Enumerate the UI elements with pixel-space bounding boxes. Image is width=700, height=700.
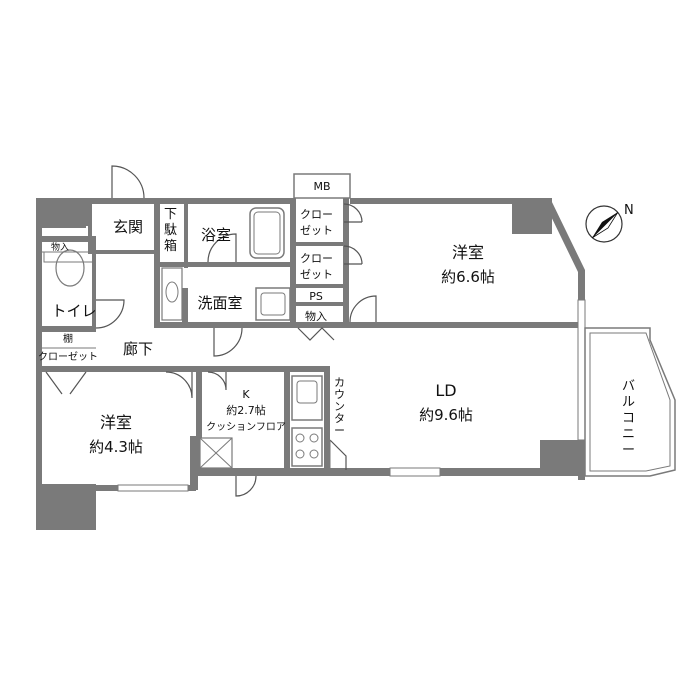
ld-window <box>389 467 441 477</box>
kitchen-sink-bowl <box>296 380 318 404</box>
balcony-label-5: ー <box>622 443 635 458</box>
compass-north-label: N <box>624 203 634 218</box>
balcony-inner <box>589 332 671 472</box>
balcony-label-1: バ <box>622 379 635 394</box>
toilet-washbasin-icon <box>165 281 179 303</box>
washroom-label: 洗面室 <box>197 294 242 312</box>
bath-door[interactable] <box>207 233 237 263</box>
closet-1-label-1: クロー <box>300 208 333 221</box>
counter-label-5: ー <box>334 424 345 437</box>
kitchen-label: K <box>242 388 250 401</box>
shoe-box-label-2: 駄 <box>164 223 177 238</box>
western-room-2-door[interactable] <box>165 371 193 399</box>
mb-label: MB <box>313 180 330 193</box>
balcony-outline <box>584 327 676 477</box>
counter-door[interactable] <box>329 439 347 470</box>
closet-1-door[interactable] <box>343 203 363 223</box>
bathtub <box>249 207 285 259</box>
closet-2-label-1: クロー <box>300 252 333 265</box>
balcony-label-3: コ <box>622 411 635 426</box>
balcony-label-4: ニ <box>622 427 635 442</box>
compass: N <box>585 203 634 243</box>
outer-walls <box>36 198 590 530</box>
washroom-door[interactable] <box>213 327 243 357</box>
closet-2-door[interactable] <box>343 245 363 265</box>
washing-machine-area <box>161 267 183 321</box>
toilet-fixture <box>43 249 95 287</box>
ld-label: LD <box>435 381 456 400</box>
western-room-1-door[interactable] <box>349 295 377 323</box>
closet-1-label-2: ゼット <box>300 224 333 237</box>
closet-3-doors[interactable] <box>45 371 87 395</box>
ld-size: 約9.6帖 <box>419 406 473 424</box>
kitchen-bottom-door[interactable] <box>235 475 257 497</box>
counter-label-3: ン <box>334 400 345 413</box>
wall-corner-top-left <box>36 198 86 228</box>
mb-box <box>293 173 351 199</box>
refrigerator-space <box>199 437 233 469</box>
western-room-2-window <box>117 484 189 492</box>
storage-top-label: 物入 <box>51 241 69 253</box>
wall-corner-top-right <box>512 198 552 234</box>
counter-label-4: タ <box>334 412 345 425</box>
entrance-door[interactable] <box>111 165 145 199</box>
toilet-door[interactable] <box>95 299 125 329</box>
closet-2-label-2: ゼット <box>300 268 333 281</box>
shoe-box-label-3: 箱 <box>164 238 177 254</box>
ld-balcony-window <box>577 299 586 441</box>
interior-walls <box>36 198 581 476</box>
toilet-label: トイレ <box>51 302 96 320</box>
western-room-2-size: 約4.3帖 <box>89 438 143 456</box>
western-room-1-size: 約6.6帖 <box>441 268 495 286</box>
storage-small-door[interactable] <box>297 327 335 341</box>
kitchen-floor-label: クッションフロア <box>206 421 286 433</box>
ps-label: PS <box>309 290 323 303</box>
entrance-label: 玄関 <box>113 218 143 236</box>
kitchen-door[interactable] <box>207 371 227 391</box>
western-room-1-label: 洋室 <box>452 243 484 262</box>
storage-small-label: 物入 <box>305 309 327 323</box>
stove <box>291 427 323 467</box>
shoe-box-label-1: 下 <box>164 207 177 222</box>
balcony-label-2: ル <box>622 395 635 410</box>
kitchen-size: 約2.7帖 <box>226 403 266 417</box>
counter-label-2: ウ <box>334 388 345 401</box>
wall-corner-bottom-left <box>36 484 96 530</box>
shelf-label: 棚 <box>63 332 73 345</box>
bathtub-inner <box>253 211 281 255</box>
closet-3-label: クローゼット <box>38 351 98 363</box>
western-room-2-label: 洋室 <box>100 413 132 432</box>
counter-label-group: カ ウ ン タ ー <box>334 376 345 437</box>
counter-label-1: カ <box>334 376 345 389</box>
hallway-label: 廊下 <box>123 340 153 358</box>
washbasin-bowl <box>260 292 286 316</box>
balcony-label-group: バ ル コ ニ ー <box>622 379 635 458</box>
bath-label: 浴室 <box>201 226 231 244</box>
